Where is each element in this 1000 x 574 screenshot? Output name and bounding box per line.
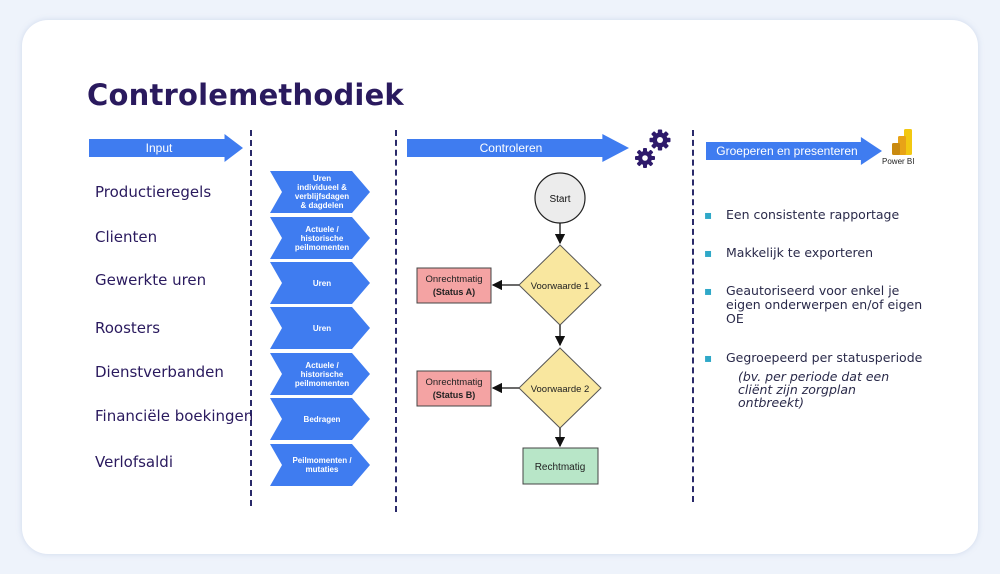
chevron-text: Uren: [312, 323, 332, 333]
flow-fail-b-line1: Onrechtmatig: [425, 377, 482, 388]
bullet-dot-icon: ▪: [704, 208, 713, 222]
chevron-text: Peilmomenten / mutaties: [292, 456, 352, 474]
flow-ok: [522, 447, 599, 485]
bullet-text: Gegroepeerd per statusperiode: [726, 350, 923, 365]
gears-icon: [635, 129, 671, 168]
chevron-productieregels: Uren individueel & verblijfsdagen & dagd…: [270, 171, 370, 213]
input-label-clienten: Clienten: [95, 228, 158, 246]
separator-1: [250, 130, 252, 506]
input-label-verlofsaldi: Verlofsaldi: [95, 453, 173, 471]
banner-controleren-label: Controleren: [479, 141, 543, 155]
input-label-gewerkte-uren: Gewerkte uren: [95, 271, 207, 289]
chevron-text: Uren: [312, 278, 332, 288]
bullet-text: Een consistente rapportage: [726, 207, 900, 222]
input-label-financiele-boekingen: Financiële boekingen: [95, 407, 254, 425]
chevron-text: Actuele / historische peilmomenten: [294, 224, 350, 252]
powerbi-icon: [892, 129, 912, 155]
page-title: Controlemethodiek: [87, 78, 404, 112]
input-label-dienstverbanden: Dienstverbanden: [95, 363, 224, 381]
chevron-text: Uren individueel & verblijfsdagen & dagd…: [294, 174, 350, 210]
bullet-item: ▪ Een consistente rapportage: [704, 207, 926, 223]
chevron-gewerkte-uren: Uren: [270, 262, 370, 304]
flow-ok-label: Rechtmatig: [535, 462, 586, 473]
banner-groeperen-label: Groeperen en presenteren: [716, 144, 858, 158]
bullet-item: ▪ Makkelijk te exporteren: [704, 245, 926, 261]
chevron-text: Actuele / historische peilmomenten: [294, 360, 350, 388]
flow-condition-2-label: Voorwaarde 2: [531, 384, 590, 395]
banner-input-label: Input: [145, 141, 173, 155]
input-label-roosters: Roosters: [95, 319, 161, 337]
bullet-item: ▪ Gegroepeerd per statusperiode: [704, 350, 926, 366]
flow-fail-a: [416, 267, 492, 304]
flow-fail-a-line2: (Status A): [433, 287, 475, 297]
bullet-note: (bv. per periode dat een cliënt zijn zor…: [738, 369, 890, 410]
separator-3: [692, 130, 694, 502]
chevron-roosters: Uren: [270, 307, 370, 349]
flow-start-label: Start: [549, 194, 570, 205]
chevron-dienstverbanden: Actuele / historische peilmomenten: [270, 353, 370, 395]
bullet-dot-icon: ▪: [704, 284, 713, 298]
flow-fail-b: [416, 370, 492, 407]
separator-2: [395, 130, 397, 512]
flow-fail-b-line2: (Status B): [433, 390, 476, 400]
flow-condition-1-label: Voorwaarde 1: [531, 281, 590, 292]
bullet-item: ▪ Geautoriseerd voor enkel je eigen onde…: [704, 283, 926, 326]
bullet-text: Geautoriseerd voor enkel je eigen onderw…: [726, 283, 923, 326]
input-label-productieregels: Productieregels: [95, 183, 212, 201]
bullet-dot-icon: ▪: [704, 351, 713, 365]
bullet-text: Makkelijk te exporteren: [726, 245, 874, 260]
chevron-verlofsaldi: Peilmomenten / mutaties: [270, 444, 370, 486]
flow-fail-a-line1: Onrechtmatig: [425, 274, 482, 285]
bullet-dot-icon: ▪: [704, 246, 713, 260]
chevron-financiele-boekingen: Bedragen: [270, 398, 370, 440]
powerbi-label: Power BI: [882, 157, 915, 166]
chevron-text: Bedragen: [303, 414, 341, 424]
chevron-clienten: Actuele / historische peilmomenten: [270, 217, 370, 259]
